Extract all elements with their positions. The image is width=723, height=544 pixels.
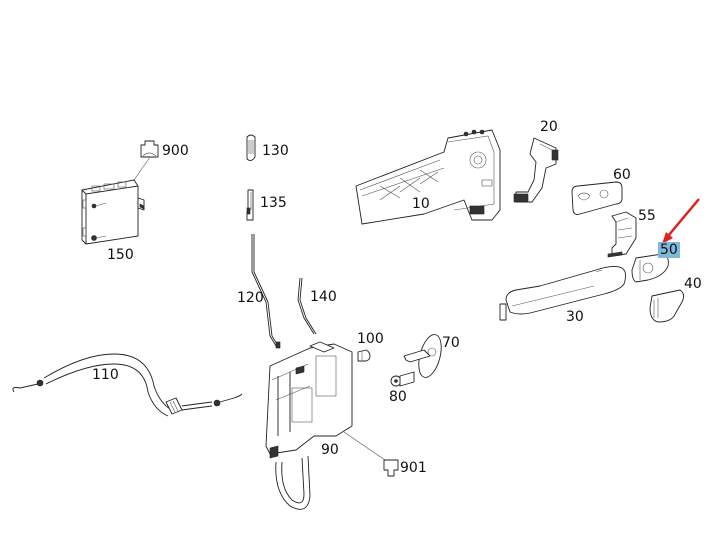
label-40: 40: [684, 276, 702, 292]
part-80-bolt[interactable]: [390, 371, 415, 387]
label-90: 90: [321, 442, 339, 458]
part-70-striker[interactable]: [403, 332, 445, 380]
part-10-handle-carrier[interactable]: [355, 129, 501, 225]
label-901: 901: [400, 460, 427, 476]
label-10: 10: [412, 196, 430, 212]
part-100-screw[interactable]: [357, 349, 371, 362]
label-130: 130: [262, 143, 289, 159]
part-40-end-cap[interactable]: [649, 289, 685, 323]
label-900: 900: [162, 143, 189, 159]
part-120-rod[interactable]: [251, 234, 281, 349]
part-90-door-lock[interactable]: [265, 341, 353, 510]
label-30: 30: [566, 309, 584, 325]
label-120: 120: [237, 290, 264, 306]
label-150: 150: [107, 247, 134, 263]
label-80: 80: [389, 389, 407, 405]
highlight-arrow: [662, 198, 700, 244]
label-20: 20: [540, 119, 558, 135]
part-110-cable[interactable]: [12, 353, 243, 417]
part-135[interactable]: [246, 189, 254, 221]
part-55-bracket[interactable]: [607, 211, 637, 258]
label-100: 100: [357, 331, 384, 347]
part-30-door-handle[interactable]: [499, 265, 627, 321]
label-50-highlighted: 50: [658, 242, 680, 258]
label-140: 140: [310, 289, 337, 305]
label-60: 60: [613, 167, 631, 183]
label-110: 110: [92, 367, 119, 383]
label-55: 55: [638, 208, 656, 224]
part-900-connector[interactable]: [131, 140, 159, 184]
part-140-rod[interactable]: [297, 277, 317, 335]
part-50-end-cap[interactable]: [631, 253, 669, 283]
part-901-connector[interactable]: [343, 431, 399, 477]
part-130[interactable]: [246, 134, 256, 162]
label-135: 135: [260, 195, 287, 211]
part-60-gasket[interactable]: [571, 181, 623, 215]
part-150-control-module[interactable]: [81, 179, 145, 245]
part-20-wiring-bracket[interactable]: [513, 137, 559, 203]
label-70: 70: [442, 335, 460, 351]
